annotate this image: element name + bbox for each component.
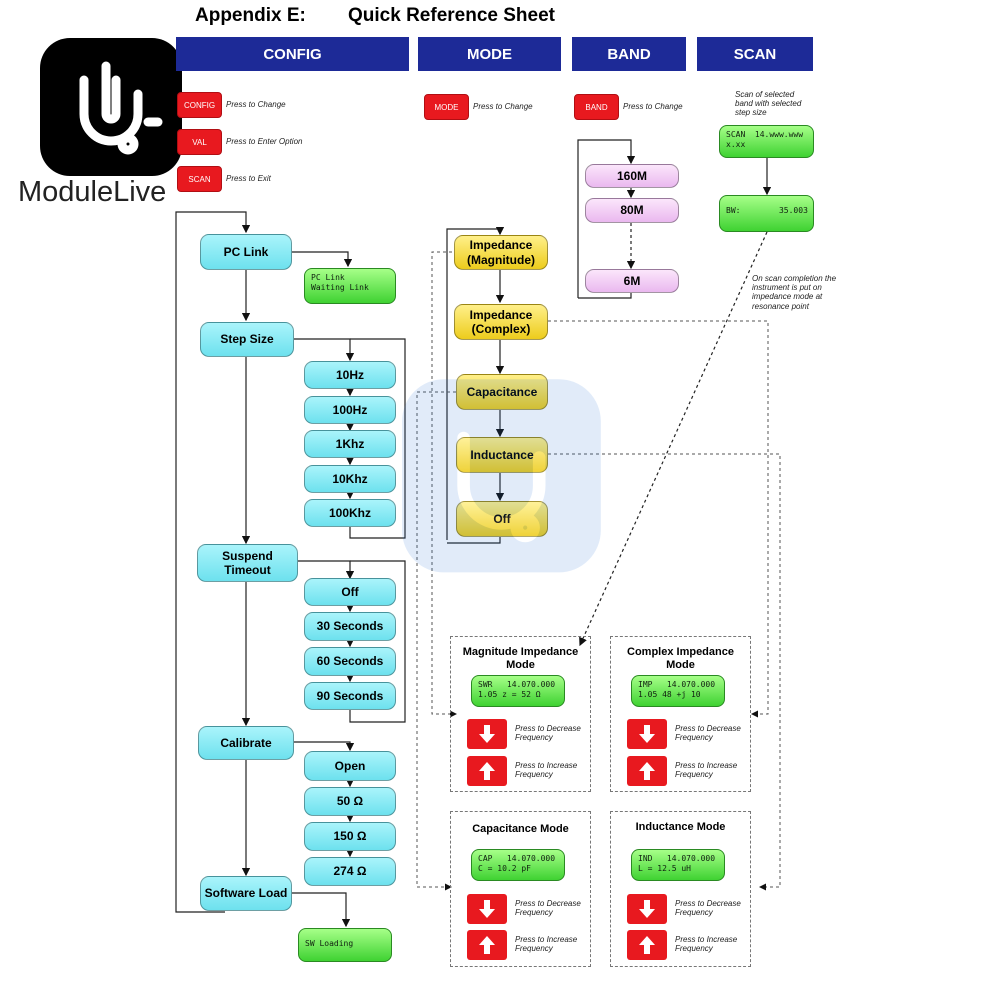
step-10khz[interactable]: 10Khz xyxy=(304,465,396,493)
logo-mark-icon xyxy=(40,38,182,176)
increase-frequency-button[interactable] xyxy=(627,930,667,960)
decrease-label: Press to Decrease Frequency xyxy=(515,724,581,743)
panel-lcd: SWR 14.070.000 1.05 z = 52 Ω xyxy=(471,675,565,707)
arrow-down-icon xyxy=(639,725,655,743)
header-mode: MODE xyxy=(418,37,561,71)
panel-lcd: IMP 14.070.000 1.05 48 +j 10 xyxy=(631,675,725,707)
arrow-up-icon xyxy=(639,762,655,780)
increase-label: Press to Increase Frequency xyxy=(675,935,738,954)
arrow-down-icon xyxy=(639,900,655,918)
mode-off[interactable]: Off xyxy=(456,501,548,537)
mode-impedance-magnitude[interactable]: Impedance (Magnitude) xyxy=(454,235,548,270)
panel-title: Inductance Mode xyxy=(635,821,726,833)
cal-50[interactable]: 50 Ω xyxy=(304,787,396,816)
bandwidth-lcd: BW: 35.003 xyxy=(719,195,814,232)
software-load-node[interactable]: Software Load xyxy=(200,876,292,911)
calibrate-node[interactable]: Calibrate xyxy=(198,726,294,760)
config-button[interactable]: CONFIG xyxy=(177,92,222,118)
sw-loading-lcd: SW Loading xyxy=(298,928,392,962)
val-button[interactable]: VAL xyxy=(177,129,222,155)
panel-title: Complex Impedance Mode xyxy=(627,646,734,672)
band-6m[interactable]: 6M xyxy=(585,269,679,293)
cal-open[interactable]: Open xyxy=(304,751,396,781)
logo-text: ModuleLive xyxy=(18,176,167,208)
arrow-up-icon xyxy=(479,936,495,954)
panel-lcd: CAP 14.070.000 C = 10.2 pF xyxy=(471,849,565,881)
timeout-off[interactable]: Off xyxy=(304,578,396,606)
decrease-frequency-button[interactable] xyxy=(627,894,667,924)
scan-exit-button[interactable]: SCAN xyxy=(177,166,222,192)
mode-button[interactable]: MODE xyxy=(424,94,469,120)
page-title: Quick Reference Sheet xyxy=(348,5,555,26)
arrow-down-icon xyxy=(479,900,495,918)
increase-label: Press to Increase Frequency xyxy=(675,761,738,780)
mode-desc: Press to Change xyxy=(473,102,533,111)
step-size-node[interactable]: Step Size xyxy=(200,322,294,357)
scan-lcd: SCAN 14.www.www x.xx xyxy=(719,125,814,158)
decrease-label: Press to Decrease Frequency xyxy=(675,724,741,743)
increase-label: Press to Increase Frequency xyxy=(515,935,578,954)
panel-title: Capacitance Mode xyxy=(472,823,569,835)
logo: ModuleLive xyxy=(10,10,210,210)
panel-title: Magnitude Impedance Mode xyxy=(462,646,579,672)
completion-note: On scan completion the instrument is put… xyxy=(752,274,837,311)
header-scan: SCAN xyxy=(697,37,813,71)
cal-274[interactable]: 274 Ω xyxy=(304,857,396,886)
increase-frequency-button[interactable] xyxy=(627,756,667,786)
complex-impedance-panel: Complex Impedance Mode IMP 14.070.000 1.… xyxy=(610,636,751,792)
capacitance-panel: Capacitance Mode CAP 14.070.000 C = 10.2… xyxy=(450,811,591,967)
timeout-30[interactable]: 30 Seconds xyxy=(304,612,396,641)
decrease-frequency-button[interactable] xyxy=(467,894,507,924)
band-80m[interactable]: 80M xyxy=(585,198,679,223)
decrease-label: Press to Decrease Frequency xyxy=(675,899,741,918)
mode-impedance-complex[interactable]: Impedance (Complex) xyxy=(454,304,548,340)
scan-note: Scan of selected band with selected step… xyxy=(735,90,802,118)
appendix-label: Appendix E: xyxy=(195,5,306,26)
arrow-up-icon xyxy=(479,762,495,780)
suspend-timeout-node[interactable]: Suspend Timeout xyxy=(197,544,298,582)
band-desc: Press to Change xyxy=(623,102,683,111)
step-1khz[interactable]: 1Khz xyxy=(304,430,396,458)
header-band: BAND xyxy=(572,37,686,71)
arrow-down-icon xyxy=(479,725,495,743)
decrease-label: Press to Decrease Frequency xyxy=(515,899,581,918)
mode-inductance[interactable]: Inductance xyxy=(456,437,548,473)
timeout-90[interactable]: 90 Seconds xyxy=(304,682,396,710)
pc-link-lcd: PC Link Waiting Link xyxy=(304,268,396,304)
band-160m[interactable]: 160M xyxy=(585,164,679,188)
cal-150[interactable]: 150 Ω xyxy=(304,822,396,851)
mode-capacitance[interactable]: Capacitance xyxy=(456,374,548,410)
step-10hz[interactable]: 10Hz xyxy=(304,361,396,389)
header-config: CONFIG xyxy=(176,37,409,71)
step-100khz[interactable]: 100Khz xyxy=(304,499,396,527)
config-desc: Press to Change xyxy=(226,100,286,109)
increase-frequency-button[interactable] xyxy=(467,756,507,786)
increase-frequency-button[interactable] xyxy=(467,930,507,960)
band-button[interactable]: BAND xyxy=(574,94,619,120)
val-desc: Press to Enter Option xyxy=(226,137,303,146)
pc-link-node[interactable]: PC Link xyxy=(200,234,292,270)
increase-label: Press to Increase Frequency xyxy=(515,761,578,780)
decrease-frequency-button[interactable] xyxy=(627,719,667,749)
arrow-up-icon xyxy=(639,936,655,954)
magnitude-impedance-panel: Magnitude Impedance Mode SWR 14.070.000 … xyxy=(450,636,591,792)
scan-exit-desc: Press to Exit xyxy=(226,174,271,183)
step-100hz[interactable]: 100Hz xyxy=(304,396,396,424)
panel-lcd: IND 14.070.000 L = 12.5 uH xyxy=(631,849,725,881)
inductance-panel: Inductance Mode IND 14.070.000 L = 12.5 … xyxy=(610,811,751,967)
timeout-60[interactable]: 60 Seconds xyxy=(304,647,396,676)
decrease-frequency-button[interactable] xyxy=(467,719,507,749)
